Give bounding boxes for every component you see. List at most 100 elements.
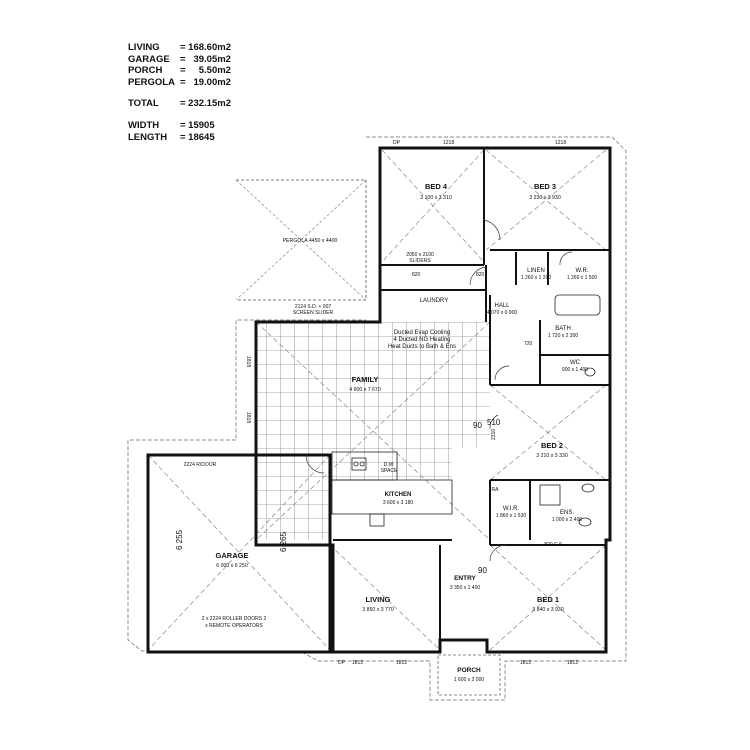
area-row-width: WIDTH = 15905: [128, 120, 240, 132]
room-name-ens: ENS.: [560, 510, 574, 516]
area-label: GARAGE: [128, 53, 170, 65]
family-tiles: [256, 322, 490, 448]
area-value: = 15905: [180, 119, 215, 131]
note-screen-slider-1: 2124 S.D. + 007: [295, 304, 331, 310]
room-dims-bath: 1 720 x 2 300: [548, 333, 579, 339]
room-name-family: FAMILY: [352, 375, 379, 384]
note-roller-doors-2: x REMOTE OPERATORS: [205, 623, 263, 629]
dim-90: 90: [478, 566, 487, 575]
note-heating-1: Ducted Evap Cooling: [394, 330, 450, 336]
area-label: PORCH: [128, 65, 163, 77]
dim-dp: DP: [338, 660, 346, 666]
area-row-garage: GARAGE = 39.05m2: [128, 54, 240, 66]
area-value: = 5.50m2: [180, 65, 231, 77]
room-name-porch: PORCH: [457, 667, 481, 674]
dim-1818: 1818: [245, 412, 251, 423]
note-heating-3: Heat Ducts to Bath & Ens: [388, 344, 456, 350]
door-swings: [305, 219, 573, 562]
room-name-bed4: BED 4: [425, 182, 448, 191]
room-name-linen: LINEN: [527, 268, 545, 274]
dim-dp: DP: [393, 140, 401, 146]
note-cs: 820 C.S.: [544, 542, 563, 548]
dim-1812: 1812: [396, 660, 407, 666]
area-value: = 232.15m2: [180, 98, 231, 110]
area-value: = 18645: [180, 131, 215, 143]
room-dims-kitchen: 3 600 x 3 180: [383, 500, 414, 506]
dim-2310: 2310: [491, 429, 497, 440]
room-dims-wir: 1 860 x 1 530: [496, 513, 527, 519]
room-name-bath: BATH: [555, 326, 571, 332]
dim-820: 820: [476, 272, 485, 278]
room-dims-ens: 1 000 x 2 400: [552, 517, 583, 523]
area-label: LENGTH: [128, 131, 168, 143]
area-row-pergola: PERGOLA = 19.00m2: [128, 77, 240, 89]
room-name-bed2: BED 2: [541, 441, 563, 450]
dim-1812: 1812: [567, 660, 578, 666]
room-name-wc: WC: [570, 360, 581, 366]
note-dishwasher-2: SPACE: [381, 468, 398, 474]
dim-1218: 1218: [555, 140, 566, 146]
kitchen-tiles: [329, 448, 452, 480]
room-name-garage: GARAGE: [216, 551, 249, 560]
area-label: WIDTH: [128, 119, 160, 131]
note-dishwasher: D.W.: [384, 462, 395, 468]
room-name-wir: W.I.R.: [503, 506, 520, 512]
room-name-kitchen: KITCHEN: [385, 492, 412, 498]
interior-walls: [333, 148, 610, 640]
dim-1812: 1812: [352, 660, 363, 666]
room-dims-porch: 1 600 x 2 000: [454, 677, 485, 683]
room-dims-bed1: 3 840 x 3 930: [532, 607, 564, 613]
area-label: LIVING: [128, 42, 160, 53]
hip-lines: [147, 149, 607, 651]
room-dims-wc: 900 x 1 400: [562, 367, 588, 373]
dining-tiles: [256, 448, 329, 540]
kitchen-benches: [331, 451, 453, 527]
note-heating-2: 4 Ducted NG Heating: [393, 337, 450, 343]
dim-1818: 1818: [245, 356, 251, 367]
dim-720: 720: [524, 341, 533, 347]
room-dims-living: 3 850 x 3 770: [362, 607, 394, 613]
area-row-total: TOTAL = 232.15m2: [128, 98, 240, 110]
room-name-pergola: PERGOLA 4450 x 4400: [283, 238, 338, 244]
note-garage-door: 2224 R/DOOR: [184, 462, 217, 468]
wet-area-fixtures: [539, 294, 601, 527]
note-screen-slider-2: SCREEN SLIDER: [293, 310, 334, 316]
room-name-bed1: BED 1: [537, 595, 559, 604]
room-dims-linen: 1 260 x 1 200: [521, 275, 552, 281]
area-row-length: LENGTH = 18645: [128, 132, 240, 144]
note-roller-doors-1: 2 x 2224 ROLLER DOORS 2: [202, 616, 267, 622]
area-label: TOTAL: [128, 98, 159, 110]
room-dims-bed2: 3 210 x 3 330: [536, 453, 568, 459]
room-dims-bed3: 3 230 x 3 930: [529, 195, 561, 201]
room-dims-wr: 1 260 x 1 500: [567, 275, 598, 281]
pergola-outline: [235, 179, 367, 301]
area-value: = 168.60m2: [180, 42, 231, 53]
area-value: = 39.05m2: [180, 53, 231, 65]
dim-6265: 6 265: [279, 531, 288, 552]
room-dims-family: 4 600 x 7 670: [349, 387, 381, 393]
note-sliders: 2050 x 2100: [406, 252, 434, 258]
room-name-laundry: LAUNDRY: [420, 298, 449, 304]
dim-90: 90: [473, 421, 482, 430]
room-name-living: LIVING: [365, 595, 390, 604]
porch-outline: [437, 654, 501, 696]
room-name-wr: W.R.: [576, 268, 589, 274]
area-value: = 19.00m2: [180, 76, 231, 88]
area-summary: LIVING = 168.60m2 GARAGE = 39.05m2 PORCH = …: [128, 42, 240, 143]
room-dims-bed4: 3 100 x 3 310: [420, 195, 452, 201]
room-dims-hall: 4 070 x 0 900: [487, 310, 518, 316]
room-dims-garage: 6 000 x 6 250: [216, 563, 248, 569]
note-sliders-2: SLIDERS: [409, 258, 431, 264]
note-ra: RA: [492, 487, 500, 493]
area-row-living: LIVING = 168.60m2: [128, 42, 240, 54]
dim-1218: 1218: [443, 140, 454, 146]
dim-510: 510: [487, 418, 501, 427]
eaves-outline: [127, 136, 627, 701]
dim-1812: 1812: [520, 660, 531, 666]
room-name-entry: ENTRY: [454, 575, 476, 582]
room-name-bed3: BED 3: [534, 182, 556, 191]
area-label: PERGOLA: [128, 76, 175, 88]
dim-820: 820: [412, 272, 421, 278]
dim-6255: 6 255: [175, 529, 184, 550]
